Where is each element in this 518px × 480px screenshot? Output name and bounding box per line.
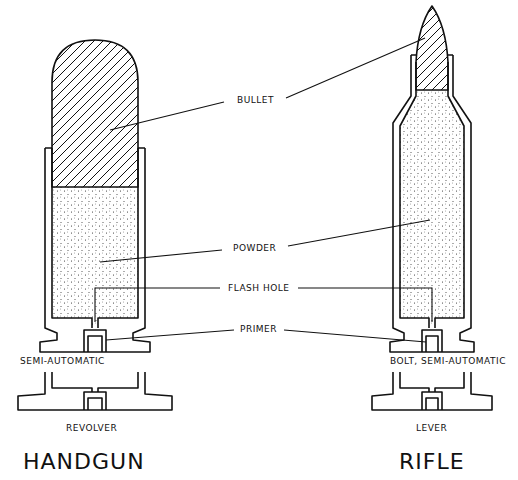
bullet (52, 40, 138, 187)
part-name: PRIMER (238, 324, 279, 335)
heading: RIFLE (397, 449, 467, 475)
primer (422, 330, 442, 352)
part-name: POWDER (231, 243, 278, 254)
action-type: REVOLVER (64, 423, 119, 434)
action-type: LEVER (414, 423, 449, 434)
action-type: BOLT, SEMI-AUTOMATIC (388, 356, 508, 367)
revolver-case-base (18, 372, 172, 410)
leader-lines (95, 38, 432, 342)
primer (84, 330, 106, 352)
action-type: SEMI-AUTOMATIC (18, 356, 107, 367)
bullet (416, 6, 448, 90)
part-name: FLASH HOLE (226, 283, 291, 294)
lever-case-base (372, 372, 492, 410)
part-name: BULLET (235, 95, 276, 106)
heading: HANDGUN (21, 449, 147, 475)
